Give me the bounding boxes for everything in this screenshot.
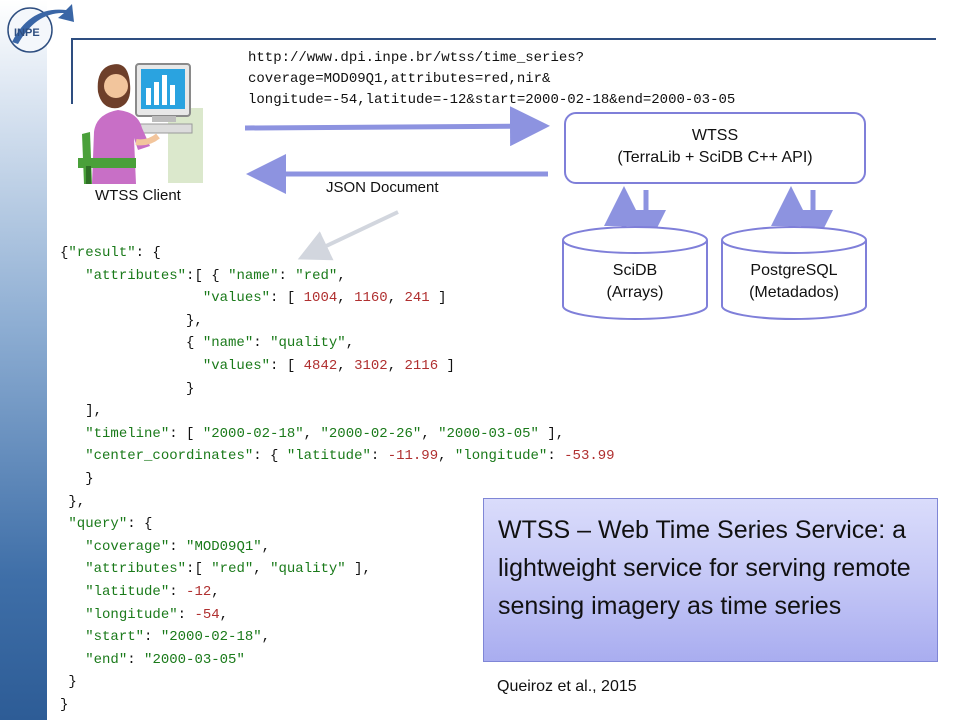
scidb-desc: (Arrays) xyxy=(606,284,664,301)
postgres-desc: (Metadados) xyxy=(749,284,839,301)
client-user-icon xyxy=(78,63,203,184)
summary-text: WTSS – Web Time Series Service: a lightw… xyxy=(498,516,911,620)
request-url-line: coverage=MOD09Q1,attributes=red,nir& xyxy=(248,71,551,87)
citation: Queiroz et al., 2015 xyxy=(497,678,637,695)
scidb-label: SciDB (Arrays) xyxy=(563,260,707,304)
json-response-code: {"result": { "attributes":[ { "name": "r… xyxy=(60,245,615,713)
header-rule xyxy=(72,38,936,40)
sidebar-gradient xyxy=(0,0,47,720)
scidb-name: SciDB xyxy=(612,262,658,279)
request-url-line: http://www.dpi.inpe.br/wtss/time_series? xyxy=(248,50,585,66)
wtss-server-box: WTSS (TerraLib + SciDB C++ API) xyxy=(564,112,866,184)
json-document-label: JSON Document xyxy=(326,179,439,196)
header-rule-vertical xyxy=(71,38,73,104)
client-label: WTSS Client xyxy=(95,187,181,204)
postgres-label: PostgreSQL (Metadados) xyxy=(722,260,866,304)
wtss-subtitle: (TerraLib + SciDB C++ API) xyxy=(617,149,813,166)
request-url-line: longitude=-54,latitude=-12&start=2000-02… xyxy=(248,92,736,108)
logo-text: INPE xyxy=(14,27,40,39)
summary-callout: WTSS – Web Time Series Service: a lightw… xyxy=(483,498,938,662)
request-arrow xyxy=(244,106,550,147)
inpe-logo: INPE xyxy=(7,4,74,53)
wtss-title: WTSS xyxy=(691,127,739,144)
request-url: http://www.dpi.inpe.br/wtss/time_series?… xyxy=(248,48,735,111)
postgres-name: PostgreSQL xyxy=(750,262,838,279)
